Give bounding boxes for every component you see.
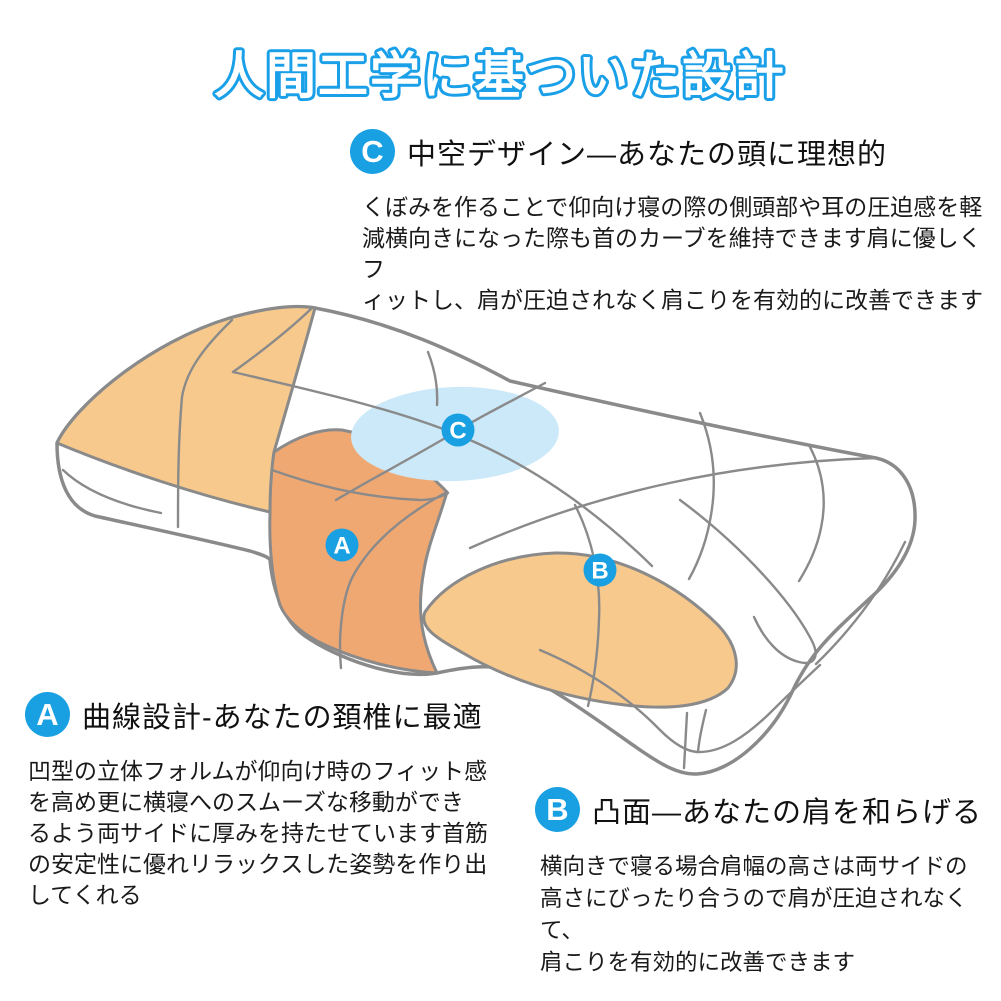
marker-b-circle: [583, 553, 617, 587]
section-c-title: 中空デザイン―あなたの頭に理想的: [407, 138, 888, 171]
page-title: 人間工学に基ついた設計: [214, 48, 786, 104]
badge-a: A: [25, 692, 70, 737]
marker-a: A: [325, 528, 359, 562]
section-c-description: くぼみを作ることで仰向け寝の際の側頭部や耳の圧迫感を軽 減横向きになった際も首の…: [362, 194, 983, 313]
marker-a-circle: [325, 528, 359, 562]
badge-b: B: [535, 787, 580, 832]
section-c-header: C 中空デザイン―あなたの頭に理想的: [350, 129, 887, 174]
marker-b: B: [583, 553, 617, 587]
marker-a-letter: A: [333, 533, 350, 560]
marker-c-letter: C: [449, 418, 466, 445]
section-a-title: 曲線設計-あなたの頚椎に最適: [82, 701, 483, 734]
section-a-description: 凹型の立体フォルムが仰向け時のフィット感 を高め更に横寝へのスムーズな移動ができ…: [28, 758, 488, 908]
section-b-description: 横向きで寝る場合肩幅の高さは両サイドの 高さにびったり合うので肩が圧迫されなくて…: [540, 854, 968, 975]
page-title-canvas: 人間工学に基ついた設計: [211, 45, 787, 107]
wireframe-grid: [61, 306, 907, 770]
section-b-title: 凸面―あなたの肩を和らげる: [592, 796, 983, 829]
section-b-header: B 凸面―あなたの肩を和らげる: [535, 787, 982, 832]
badge-c: C: [350, 129, 395, 174]
marker-b-letter: B: [591, 558, 608, 585]
shoulder-region: [422, 551, 738, 709]
marker-c-circle: [441, 413, 475, 447]
section-a-header: A 曲線設計-あなたの頚椎に最適: [25, 692, 483, 737]
marker-c: C: [441, 413, 475, 447]
